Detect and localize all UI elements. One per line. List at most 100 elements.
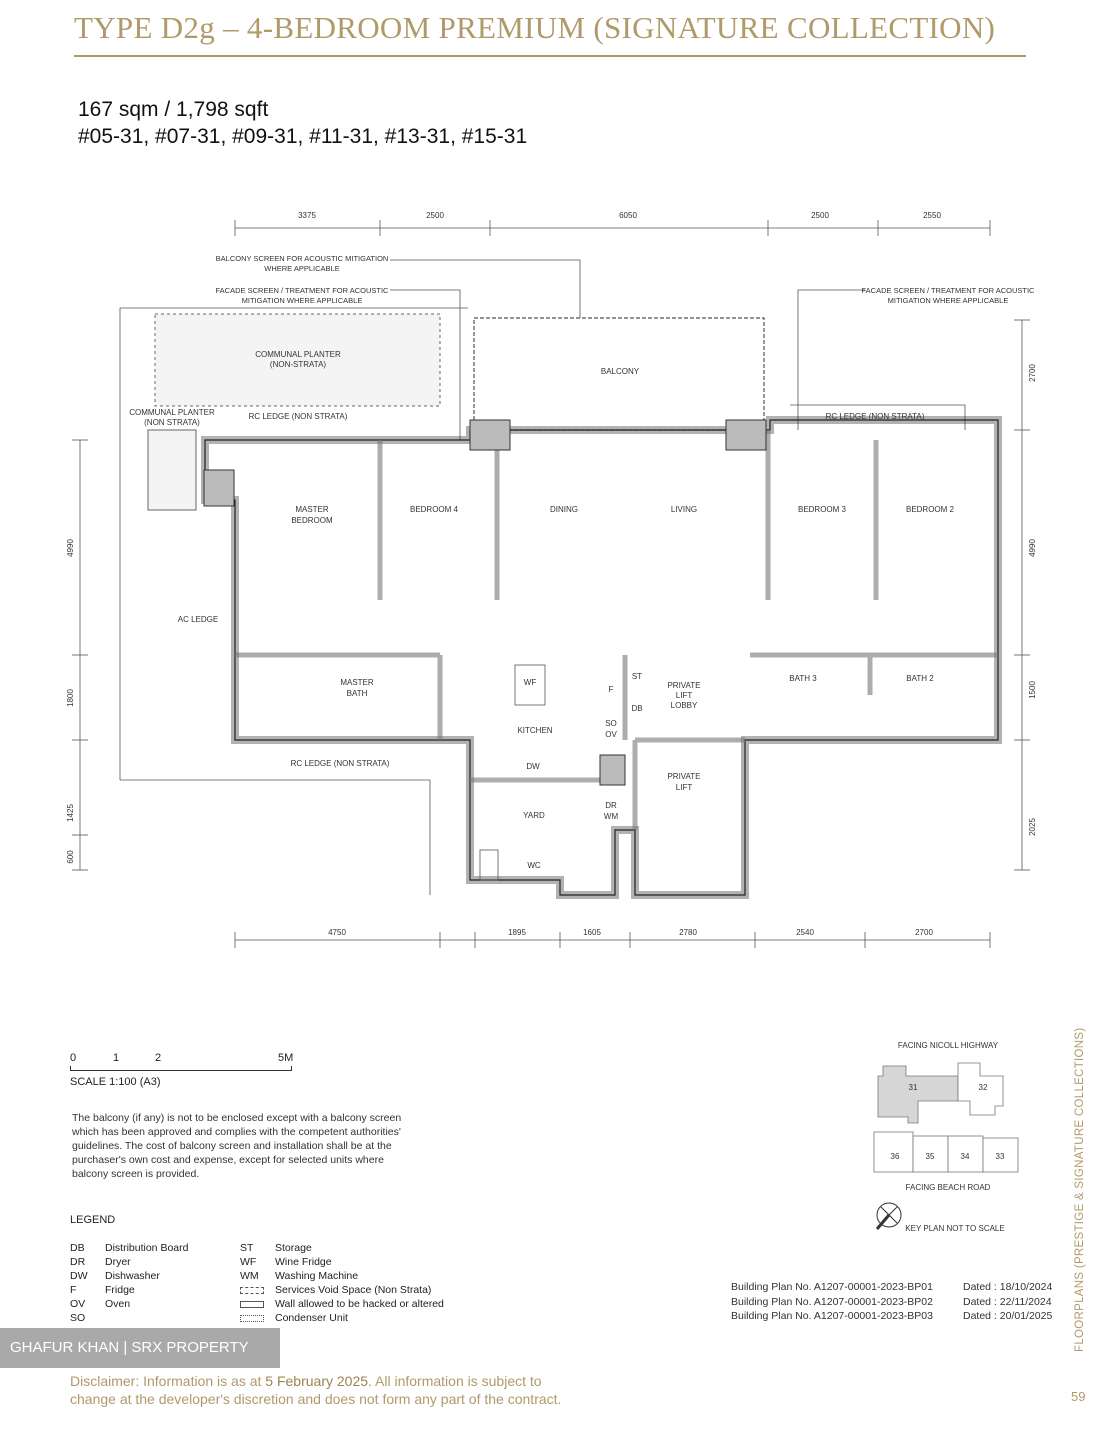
label-dw: DW (526, 762, 540, 771)
label-bath-3: BATH 3 (789, 674, 817, 683)
legend-code: SO (70, 1312, 86, 1324)
label-master-bedroom-2: BEDROOM (291, 516, 333, 525)
note-facade-left-2: MITIGATION WHERE APPLICABLE (242, 296, 363, 305)
legend-code: DW (70, 1270, 88, 1282)
dim-bottom-3: 1605 (583, 928, 601, 937)
keyplan-label-34: 34 (961, 1152, 970, 1161)
scale-tick-2: 2 (155, 1052, 162, 1064)
scale-tick-0: 0 (70, 1052, 77, 1064)
communal-planter (154, 313, 441, 407)
dim-left-2: 1800 (66, 689, 75, 707)
legend-label: Dishwasher (105, 1270, 160, 1282)
dim-bottom-1: 4750 (328, 928, 346, 937)
legend-code: F (70, 1284, 77, 1296)
label-f: F (609, 685, 614, 694)
dim-left-4: 600 (66, 850, 75, 864)
scale-bar: 0 1 2 5M SCALE 1:100 (A3) (70, 1052, 300, 1088)
label-rc-ledge: RC LEDGE (NON STRATA) (249, 412, 348, 421)
legend-code: WM (240, 1270, 259, 1282)
scale-tick-5: 5M (278, 1052, 294, 1064)
note-facade-right: FACADE SCREEN / TREATMENT FOR ACOUSTIC (862, 286, 1036, 295)
disclaimer-suffix: . All information is subject to (368, 1373, 542, 1389)
north-arrow-icon (875, 1202, 902, 1230)
building-plan-no: Building Plan No. A1207-00001-2023-BP03 (731, 1310, 933, 1322)
balcony-area (473, 317, 765, 431)
keyplan-note: KEY PLAN NOT TO SCALE (905, 1224, 1004, 1233)
unit-info: 167 sqm / 1,798 sqft #05-31, #07-31, #09… (78, 96, 527, 150)
dim-top-5: 2550 (923, 211, 941, 220)
label-rc-ledge-bottom: RC LEDGE (NON STRATA) (291, 759, 390, 768)
legend-label: Wall allowed to be hacked or altered (275, 1298, 444, 1310)
label-wf: WF (524, 678, 537, 687)
building-plan-no: Building Plan No. A1207-00001-2023-BP01 (731, 1281, 933, 1293)
fixtures (479, 664, 546, 881)
keyplan-unit-33 (982, 1137, 1019, 1173)
label-dr: DR (605, 801, 617, 810)
label-dining: DINING (550, 505, 578, 514)
dim-bottom-4: 2780 (679, 928, 697, 937)
legend-label: Dryer (105, 1256, 131, 1268)
dim-bottom-6: 2700 (915, 928, 933, 937)
label-bedroom-3: BEDROOM 3 (798, 505, 847, 514)
label-wm: WM (604, 812, 619, 821)
building-plan-row: Building Plan No. A1207-00001-2023-BP01 D… (731, 1280, 1052, 1295)
label-private-lift-lobby: PRIVATE (667, 681, 700, 690)
keyplan-label-32: 32 (979, 1083, 988, 1092)
label-private-lift: PRIVATE (667, 772, 700, 781)
label-ov: OV (605, 730, 617, 739)
dim-right-4: 2025 (1028, 818, 1037, 836)
legend-code: DR (70, 1256, 86, 1268)
legend-label: Distribution Board (105, 1242, 189, 1254)
communal-planter-small (147, 429, 197, 511)
label-private-lift-2: LIFT (676, 783, 693, 792)
dim-left-3: 1425 (66, 804, 75, 822)
keyplan-unit-34 (947, 1135, 984, 1173)
keyplan-unit-32 (957, 1062, 1004, 1116)
page-title: TYPE D2g – 4-BEDROOM PREMIUM (SIGNATURE … (74, 10, 996, 45)
building-plan-row: Building Plan No. A1207-00001-2023-BP03 D… (731, 1309, 1052, 1324)
legend-label (105, 1311, 240, 1325)
floor-plan: 3375 2500 6050 2500 2550 4750 1895 1605 … (66, 211, 1037, 948)
dim-left-1: 4990 (66, 539, 75, 557)
legend-label: Oven (105, 1298, 131, 1310)
dim-top-4: 2500 (811, 211, 829, 220)
label-communal-planter-small-2: (NON STRATA) (144, 418, 200, 427)
building-plan-date: Dated : 20/01/2025 (963, 1310, 1053, 1322)
label-wc: WC (527, 861, 541, 870)
legend-code: ST (240, 1242, 254, 1254)
dim-top-2: 2500 (426, 211, 444, 220)
note-facade-left: FACADE SCREEN / TREATMENT FOR ACOUSTIC (216, 286, 390, 295)
label-communal-planter-2: (NON-STRATA) (270, 360, 326, 369)
label-kitchen: KITCHEN (517, 726, 552, 735)
legend-code: WF (240, 1256, 257, 1268)
keyplan-unit-35 (912, 1135, 949, 1173)
note-balcony-screen-2: WHERE APPLICABLE (264, 264, 339, 273)
services-void-icon (240, 1287, 264, 1294)
label-communal-planter-small: COMMUNAL PLANTER (129, 408, 215, 417)
building-plan-date: Dated : 18/10/2024 (963, 1281, 1053, 1293)
keyplan-top-label: FACING NICOLL HIGHWAY (898, 1041, 999, 1050)
keyplan-unit-36 (873, 1131, 914, 1173)
unit-area: 167 sqm / 1,798 sqft (78, 98, 269, 121)
watermark: GHAFUR KHAN | SRX PROPERTY (0, 1328, 280, 1368)
interior-walls (235, 430, 998, 830)
building-plan-no: Building Plan No. A1207-00001-2023-BP02 (731, 1295, 933, 1308)
disclaimer-line2: change at the developer's discretion and… (70, 1391, 562, 1407)
disclaimer: Disclaimer: Information is as at 5 Febru… (70, 1372, 561, 1408)
dim-top-1: 3375 (298, 211, 316, 220)
scale-line (70, 1066, 292, 1071)
hackable-wall-icon (240, 1301, 264, 1308)
dim-top-3: 6050 (619, 211, 637, 220)
scale-label: SCALE 1:100 (A3) (70, 1076, 161, 1088)
legend-code: DB (70, 1242, 85, 1254)
dim-bottom-5: 2540 (796, 928, 814, 937)
dim-bottom-2: 1895 (508, 928, 526, 937)
dim-right-3: 1500 (1028, 681, 1037, 699)
label-ac-ledge: AC LEDGE (178, 615, 218, 624)
legend-label: Washing Machine (275, 1270, 359, 1282)
page-number: 59 (1071, 1389, 1086, 1404)
label-private-lift-lobby-3: LOBBY (671, 701, 698, 710)
scale-tick-1: 1 (113, 1052, 120, 1064)
label-db: DB (631, 704, 642, 713)
label-master-bath: MASTER (340, 678, 374, 687)
